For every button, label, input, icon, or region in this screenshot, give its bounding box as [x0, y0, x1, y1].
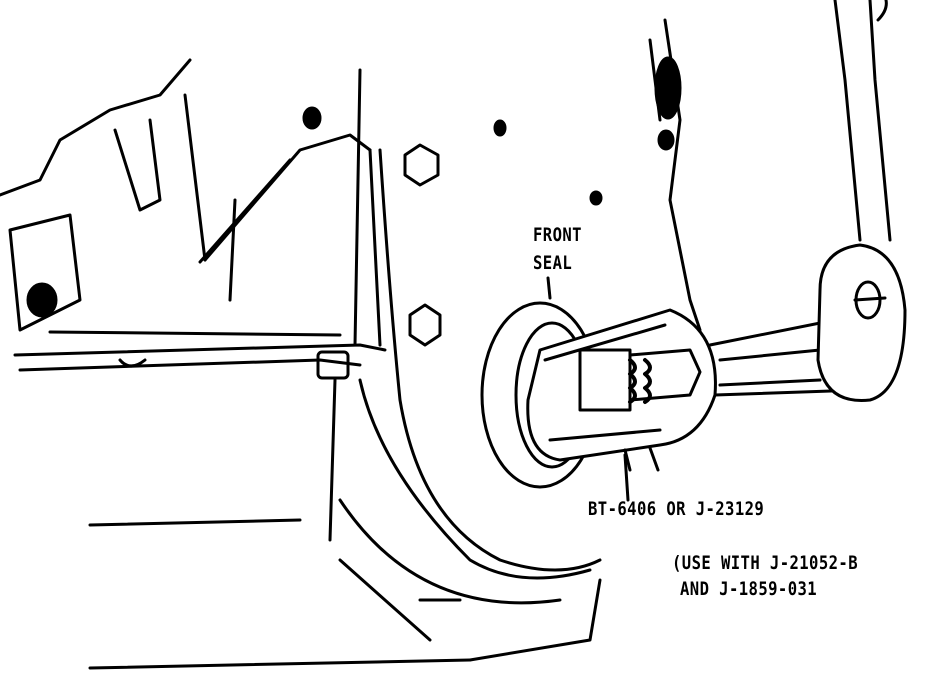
tool-number-label: BT-6406 OR J-23129	[588, 498, 765, 520]
front-seal-label-line2: SEAL	[533, 252, 573, 274]
timing-cover	[378, 18, 702, 572]
oil-pan	[88, 378, 602, 670]
ratchet-wrench	[708, 0, 907, 402]
use-with-label-line1: (USE WITH J-21052-B	[672, 552, 859, 574]
tool-leader	[623, 453, 630, 502]
oil-pan-rail	[13, 330, 387, 380]
front-seal-label-line1: FRONT	[533, 224, 582, 246]
installer-tool	[526, 308, 717, 472]
use-with-label-line2: AND J-1859-031	[680, 578, 818, 600]
front-seal-leader	[546, 276, 552, 300]
engine-block	[0, 58, 382, 347]
